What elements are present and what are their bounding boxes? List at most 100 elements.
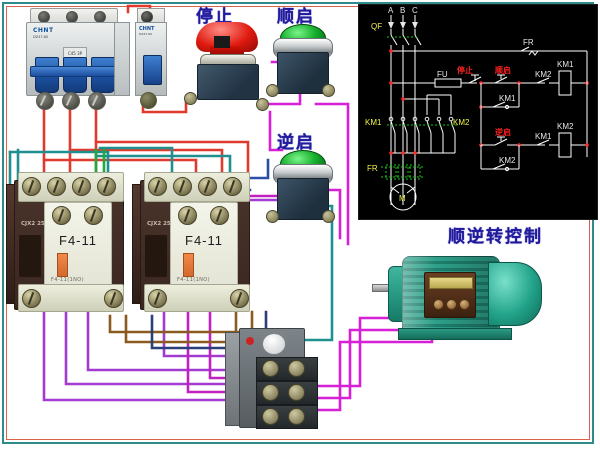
reverse-start-contact-block bbox=[277, 178, 329, 220]
schematic-phase-b-label: B bbox=[400, 6, 405, 15]
schematic-motor: M bbox=[389, 183, 417, 211]
schematic-km2-coil-label: KM2 bbox=[557, 122, 574, 131]
overload-relay-current-dial[interactable] bbox=[262, 333, 286, 355]
contactor-km2-cavity bbox=[145, 235, 167, 277]
schematic-fr-control-contact bbox=[520, 46, 539, 56]
contactor-km1-aux-screw-1[interactable] bbox=[52, 206, 71, 225]
single-pole-circuit-breaker[interactable]: CHNT DZ47-60 bbox=[133, 8, 167, 109]
contactor-km2-top-screw-1[interactable] bbox=[148, 177, 167, 196]
emergency-stop-pushbutton[interactable] bbox=[188, 22, 266, 102]
overload-relay-terminal-2b[interactable] bbox=[288, 384, 305, 401]
schematic-phase-crossover bbox=[389, 94, 456, 161]
schematic-fr-power-label: FR bbox=[367, 164, 378, 173]
schematic-svg: A B C QF FR bbox=[359, 5, 595, 217]
overload-relay-terminal-1a[interactable] bbox=[262, 360, 279, 377]
stop-button-terminal-left[interactable] bbox=[184, 92, 197, 105]
schematic-km2-interlock-label: KM2 bbox=[535, 70, 552, 79]
schematic-stop-contact bbox=[468, 74, 482, 84]
stop-button-contact-block bbox=[197, 64, 259, 100]
single-breaker-bottom-terminal[interactable] bbox=[140, 92, 157, 109]
motor-terminal-u[interactable] bbox=[433, 299, 444, 310]
forward-start-terminal-left[interactable] bbox=[266, 84, 279, 97]
contactor-km2-bottom-screw-2[interactable] bbox=[230, 289, 249, 308]
contactor-km2[interactable]: CJX2 2510 F4-11 F4-11(1NO) bbox=[132, 172, 258, 312]
contactor-km1-cavity bbox=[19, 235, 41, 277]
overload-relay-body bbox=[239, 328, 318, 429]
forward-start-terminal-right[interactable] bbox=[322, 84, 335, 97]
overload-relay-terminal-1b[interactable] bbox=[288, 360, 305, 377]
contactor-km2-aux-screw-1[interactable] bbox=[178, 206, 197, 225]
contactor-km2-sub-label: F4-11(1NO) bbox=[177, 277, 210, 283]
contactor-km1-top-screw-2[interactable] bbox=[47, 177, 66, 196]
reverse-start-pushbutton[interactable] bbox=[270, 150, 336, 224]
single-breaker-brand-label: CHNT bbox=[139, 26, 155, 32]
breaker-bottom-terminal-1[interactable] bbox=[36, 92, 54, 110]
breaker-brand-label: CHNT bbox=[33, 27, 54, 34]
schematic-power-contacts bbox=[387, 116, 457, 134]
breaker-bottom-terminal-2[interactable] bbox=[62, 92, 80, 110]
contactor-km2-aux-screw-2[interactable] bbox=[210, 206, 229, 225]
contactor-km1-top-screw-1[interactable] bbox=[22, 177, 41, 196]
motor-terminal-plate bbox=[429, 277, 473, 289]
contactor-km1-aux-screw-2[interactable] bbox=[84, 206, 103, 225]
schematic-fr-control-label: FR bbox=[523, 38, 534, 47]
schematic-reverse-start-contact bbox=[494, 136, 508, 146]
three-pole-circuit-breaker[interactable]: CHNT DZ47-60 C45 3P bbox=[18, 8, 130, 110]
overload-relay-terminal-3a[interactable] bbox=[262, 408, 279, 425]
schematic-km2-power-label: KM2 bbox=[453, 118, 470, 127]
breaker-bottom-terminal-3[interactable] bbox=[88, 92, 106, 110]
reverse-start-terminal-right[interactable] bbox=[322, 210, 335, 223]
contactor-km2-bottom-screw-1[interactable] bbox=[148, 289, 167, 308]
contactor-km1-top-screw-4[interactable] bbox=[97, 177, 116, 196]
contactor-km2-top-screw-4[interactable] bbox=[223, 177, 242, 196]
reverse-start-terminal-left[interactable] bbox=[266, 210, 279, 223]
schematic-forward-start-contact bbox=[494, 74, 508, 84]
overload-relay-terminal-3b[interactable] bbox=[288, 408, 305, 425]
stop-button-terminal-right[interactable] bbox=[256, 98, 269, 111]
breaker-ganged-lever-bar[interactable] bbox=[30, 66, 116, 77]
forward-start-pushbutton[interactable] bbox=[270, 24, 336, 98]
thermal-overload-relay[interactable] bbox=[225, 328, 318, 429]
motor-terminal-v[interactable] bbox=[446, 299, 457, 310]
schematic-km2-interlock-contact bbox=[536, 77, 550, 84]
forward-start-contact-block bbox=[277, 52, 329, 94]
schematic-km2-aux-label: KM2 bbox=[499, 156, 516, 165]
overload-relay-terminal-2a[interactable] bbox=[262, 384, 279, 401]
contactor-km2-top-screw-3[interactable] bbox=[198, 177, 217, 196]
schematic-motor-label: M bbox=[399, 194, 406, 203]
schematic-forward-label: 顺启 bbox=[495, 65, 511, 75]
contactor-km1-indicator-slider bbox=[57, 253, 68, 277]
contactor-km1-bottom-screw-1[interactable] bbox=[22, 289, 41, 308]
schematic-fr-heaters bbox=[381, 164, 425, 187]
schematic-phase-a-label: A bbox=[388, 6, 394, 15]
schematic-km2-seal-contact bbox=[492, 163, 510, 172]
overload-relay-reset-button[interactable] bbox=[246, 337, 254, 345]
schematic-km1-coil-label: KM1 bbox=[557, 60, 574, 69]
contactor-km1-sub-label: F4-11(1NO) bbox=[51, 277, 84, 283]
contactor-km1[interactable]: CJX2 2510 F4-11 F4-11(1NO) bbox=[6, 172, 132, 312]
contactor-km1-top-screw-3[interactable] bbox=[72, 177, 91, 196]
stop-button-marker bbox=[214, 36, 230, 48]
schematic-km1-interlock-label: KM1 bbox=[535, 132, 552, 141]
motor-base-foot bbox=[398, 328, 512, 340]
contactor-km1-model-label: CJX2 2510 bbox=[21, 221, 53, 227]
contactor-km1-bottom-screw-2[interactable] bbox=[104, 289, 123, 308]
schematic-km1-power-label: KM1 bbox=[365, 118, 382, 127]
contactor-km2-top-screw-2[interactable] bbox=[173, 177, 192, 196]
diagram-caption: 顺逆转控制 bbox=[448, 227, 543, 247]
breaker-side-block bbox=[114, 22, 130, 96]
schematic-km1-seal-contact bbox=[492, 101, 510, 110]
schematic-qf-label: QF bbox=[371, 22, 382, 31]
single-breaker-lever[interactable] bbox=[143, 55, 162, 85]
schematic-reverse-label: 逆启 bbox=[495, 127, 511, 137]
three-phase-motor bbox=[372, 252, 542, 372]
breaker-body: CHNT DZ47-60 C45 3P bbox=[26, 22, 122, 96]
schematic-km1-aux-label: KM1 bbox=[499, 94, 516, 103]
poster-outer-frame bbox=[2, 2, 594, 444]
contactor-km1-aux-label: F4-11 bbox=[59, 233, 97, 248]
motor-terminal-junction-box[interactable] bbox=[424, 272, 476, 318]
motor-terminal-w[interactable] bbox=[459, 299, 470, 310]
breaker-model-label: DZ47-60 bbox=[33, 35, 49, 39]
contactor-km2-model-label: CJX2 2510 bbox=[147, 221, 179, 227]
